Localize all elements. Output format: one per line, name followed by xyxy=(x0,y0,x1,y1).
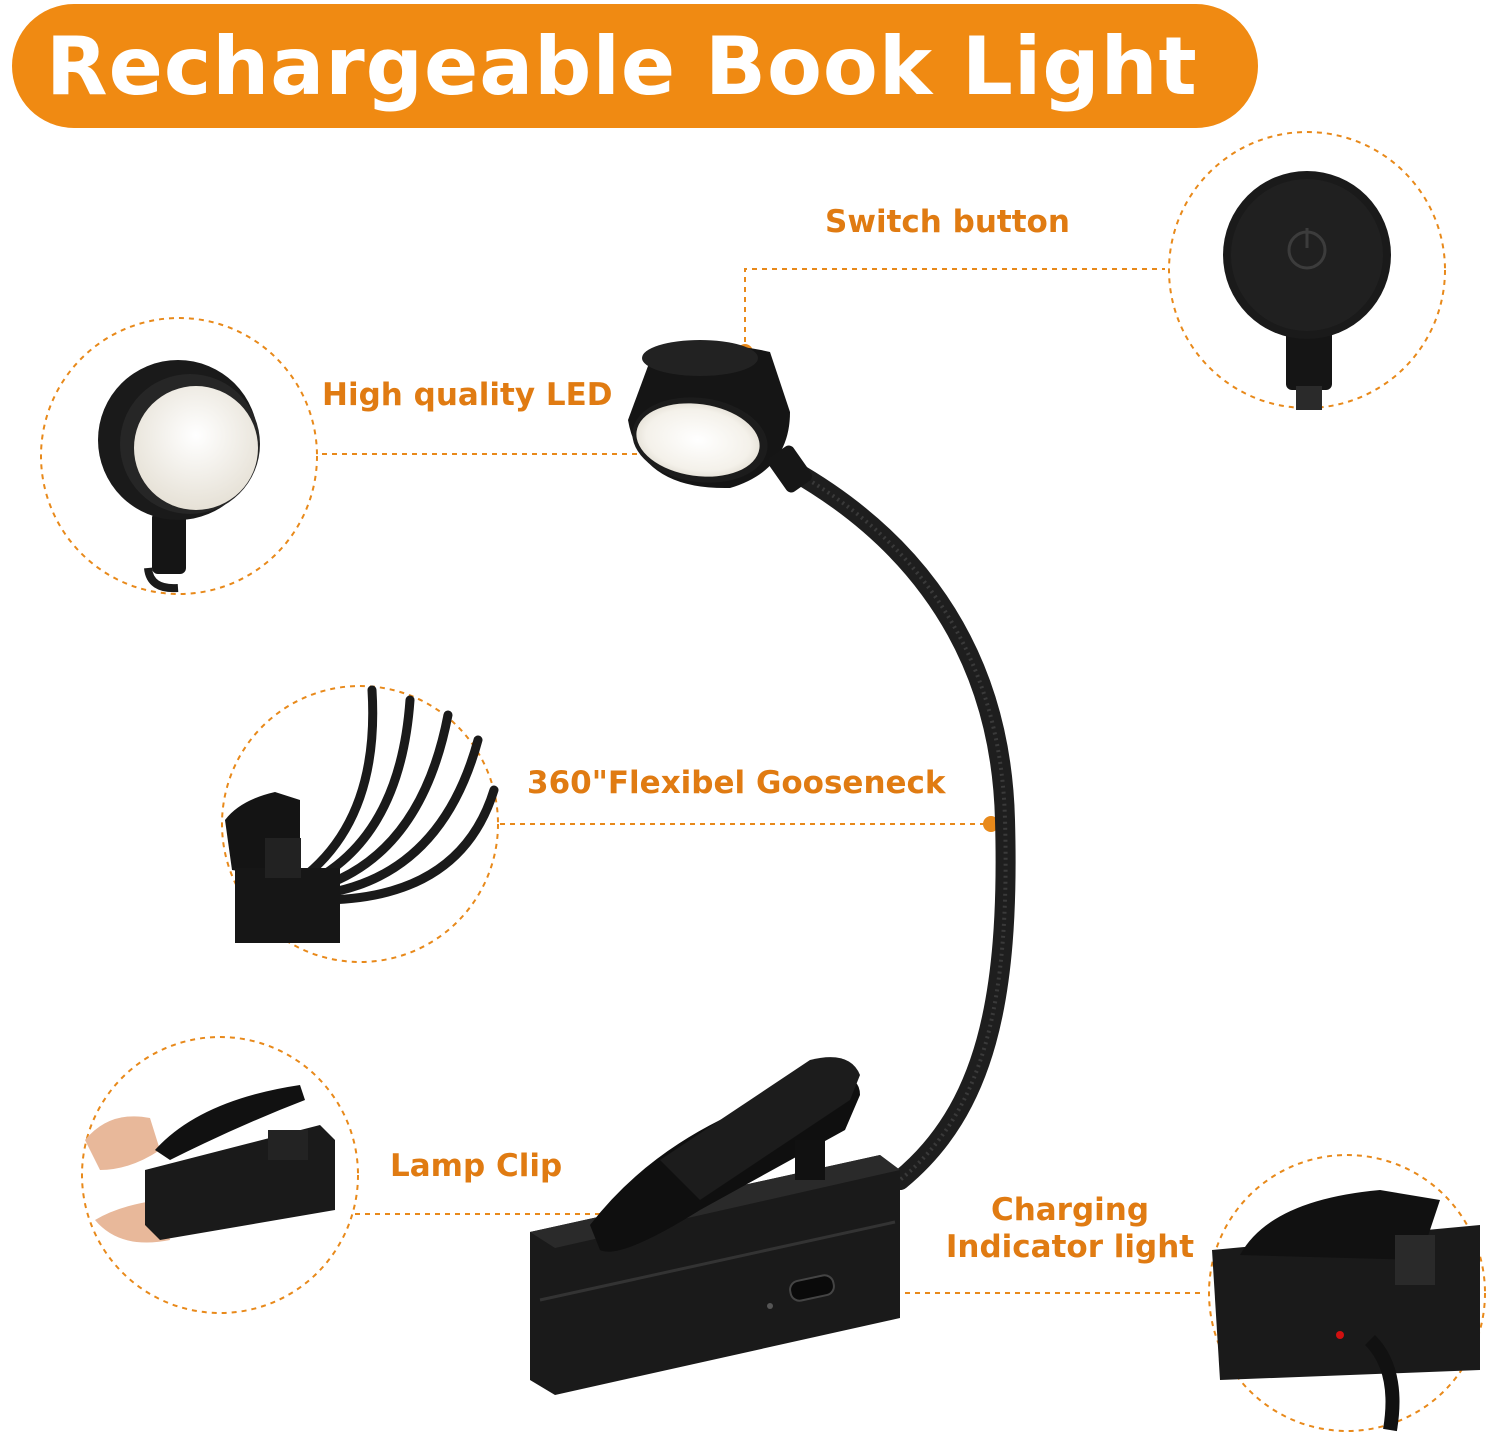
callout-charging-line1: Charging xyxy=(990,1192,1150,1228)
clip-inset xyxy=(85,1085,335,1243)
callout-charging-line2: Indicator light xyxy=(945,1229,1195,1266)
led-inset xyxy=(98,360,260,593)
led-panel xyxy=(636,403,760,477)
callout-high-quality-led: High quality LED xyxy=(322,377,613,413)
gooseneck-inset-clip xyxy=(225,792,340,943)
gooseneck xyxy=(782,460,1016,1190)
title-banner xyxy=(12,4,1258,128)
lamp-head xyxy=(628,340,812,493)
callout-charging: Charging Indicator light xyxy=(940,1192,1200,1266)
charging-inset xyxy=(1212,1190,1480,1432)
page-title: Rechargeable Book Light xyxy=(46,20,1198,113)
callout-switch-button: Switch button xyxy=(825,204,1070,240)
charging-led-icon xyxy=(1336,1331,1344,1339)
clip-base xyxy=(530,1057,900,1395)
usb-port xyxy=(789,1274,835,1302)
switch-leader xyxy=(744,268,1165,352)
callout-gooseneck: 360"Flexibel Gooseneck xyxy=(527,765,946,801)
led-inset-panel xyxy=(134,386,258,510)
callout-lamp-clip: Lamp Clip xyxy=(390,1148,563,1184)
switch-inset xyxy=(1223,171,1391,410)
